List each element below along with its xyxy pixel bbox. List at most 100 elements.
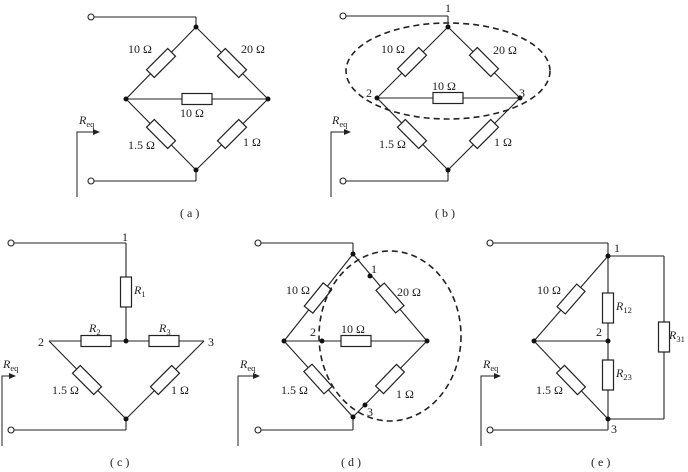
resistor [149,364,181,396]
node-dot [193,167,199,173]
node-dot [605,253,611,259]
req-arrow [76,129,100,197]
wye-outline [318,250,462,422]
resistor [468,118,500,150]
node-dot [350,251,356,257]
req-label: Req [239,357,256,373]
req-label: Req [78,113,95,129]
resistor [396,46,428,78]
panel-caption: ( d ) [341,455,361,469]
resistor-label-r1: R1 [133,283,146,299]
panel-a: 10 Ω 20 Ω 10 Ω 1.5 Ω 1 Ω Req ( a ) [76,13,271,220]
node-label-1: 1 [122,230,128,244]
resistor [657,321,671,353]
resistor [340,334,372,348]
panel-c-wires [7,239,205,434]
resistor [145,47,177,79]
resistor-value: 10 Ω [432,79,456,93]
resistor-value: 1 Ω [396,387,414,401]
node-dot [605,338,611,344]
resistor [145,118,177,150]
resistor-label-r12: R12 [615,299,632,315]
resistor [119,276,133,308]
panel-b: 1 2 3 10 Ω 20 Ω 10 Ω 1.5 Ω 1 Ω Req ( b ) [330,1,551,220]
resistor [556,283,586,315]
resistor-label-r31: R31 [668,328,685,344]
resistor-value: 10 Ω [128,42,152,56]
panel-d: 1 2 3 10 Ω 20 Ω 10 Ω 1.5 Ω 1 Ω Req ( d ) [237,239,462,469]
node-dot [374,95,380,101]
node-dot [424,338,430,344]
terminal-bottom [87,177,95,185]
req-label: Req [482,357,499,373]
resistor-value: 1.5 Ω [281,383,308,397]
node-dot [517,95,523,101]
terminal-top [7,239,15,247]
node-dot [531,338,537,344]
resistor [216,118,248,150]
resistor-value: 1.5 Ω [128,138,155,152]
panel-e: 1 2 3 10 Ω 1.5 Ω R12 R23 R31 Req ( e ) [480,239,685,469]
resistor [303,363,333,395]
req-label: Req [2,357,19,373]
resistor [468,46,500,78]
resistor-value: 1.5 Ω [379,137,406,151]
node-dot [265,96,271,102]
req-arrow [1,373,16,446]
resistor [303,282,333,314]
node-dot [445,167,451,173]
resistor [374,363,406,395]
resistor [71,364,103,396]
terminal-bottom [486,426,494,434]
node-label-3: 3 [519,86,525,100]
node-label-2: 2 [366,86,372,100]
resistor-value: 1 Ω [494,135,512,149]
node-dot [123,96,129,102]
resistor-value: 10 Ω [286,283,310,297]
node-label-1: 1 [614,241,620,255]
node-dot [319,338,325,344]
resistor-value: 1 Ω [243,135,261,149]
node-dot [123,338,129,344]
resistor-value: 10 Ω [537,283,561,297]
resistor-value: 20 Ω [397,285,421,299]
resistor-label-r23: R23 [615,366,632,382]
resistor [80,334,112,348]
resistor [216,47,248,79]
resistor-value: 10 Ω [180,106,204,120]
terminal-top [486,239,494,247]
resistor [601,292,615,324]
panel-caption: ( e ) [591,455,610,469]
resistor-label-r2: R2 [88,321,101,337]
panel-caption: ( b ) [435,206,455,220]
panel-a-wires [87,13,269,185]
terminal-bottom [7,426,15,434]
resistor [148,334,180,348]
node-dot [605,416,611,422]
node-label-2: 2 [596,325,602,339]
panel-c: 1 2 3 R1 R2 R3 1.5 Ω 1 Ω Req ( c ) [1,230,214,469]
resistor-value: 10 Ω [381,42,405,56]
resistor-value: 20 Ω [241,42,265,56]
resistor-value: 1.5 Ω [52,383,79,397]
resistor-value: 10 Ω [341,322,365,336]
delta-outline [345,22,551,120]
resistor-value: 1.5 Ω [536,383,563,397]
terminal-top [87,13,95,21]
panel-e-wires [486,239,665,434]
node-dot [193,24,199,30]
node-label-2: 2 [38,335,44,349]
resistor [555,364,587,396]
node-label-2: 2 [310,325,316,339]
resistor [396,118,428,150]
req-arrow [330,129,351,197]
resistor [601,359,615,391]
node-dot [350,414,356,420]
resistor [181,92,213,106]
resistor-value: 1 Ω [171,383,189,397]
terminal-bottom [254,426,262,434]
node-dot [367,273,373,279]
req-arrow [237,373,260,446]
panel-caption: ( a ) [180,206,199,220]
